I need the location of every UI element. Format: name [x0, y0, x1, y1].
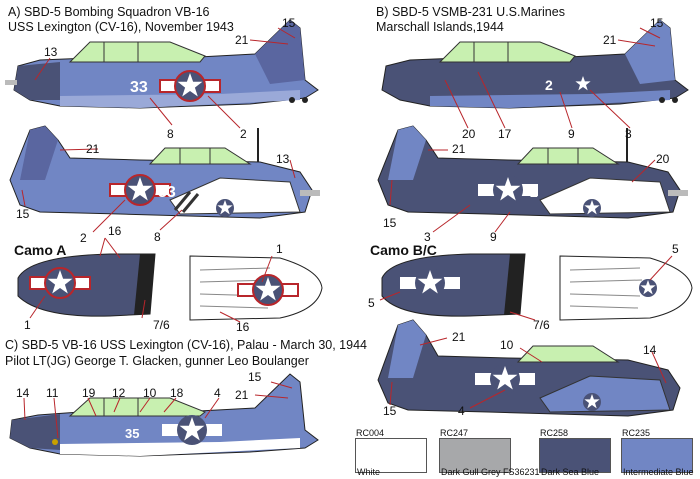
caption-b-line1: B) SBD-5 VSMB-231 U.S.Marines — [376, 5, 565, 19]
callout-a-8: 8 — [167, 127, 174, 141]
callout-b-3: 3 — [625, 127, 632, 141]
callout-a2-2: 2 — [80, 231, 87, 245]
caption-a-line1: A) SBD-5 Bombing Squadron VB-16 — [8, 5, 210, 19]
profile-bc-side — [377, 319, 681, 417]
callout-bc3-15: 15 — [383, 404, 397, 418]
swatch-intermediate-blue — [621, 438, 693, 473]
swatch-name-dark-gull-grey: Dark Gull Grey FS36231 — [441, 467, 540, 477]
code-b-side: 2 — [530, 184, 538, 200]
callout-c-4: 4 — [214, 386, 221, 400]
swatch-name-dark-sea-blue: Dark Sea Blue — [541, 467, 600, 477]
callout-c-14: 14 — [16, 386, 30, 400]
callout-c-19: 19 — [82, 386, 96, 400]
camo-bc-label: Camo B/C — [370, 242, 437, 258]
callout-a-2: 2 — [240, 127, 247, 141]
swatch-code-rc235: RC235 — [622, 428, 651, 438]
callout-camoa-7-6: 7/6 — [153, 318, 170, 332]
camo-a-label: Camo A — [14, 242, 67, 258]
callout-a2-13: 13 — [276, 152, 290, 166]
callout-b-17: 17 — [498, 127, 512, 141]
code-b-top: 2 — [545, 77, 553, 93]
callout-a-15: 15 — [282, 16, 296, 30]
callout-b2-20: 20 — [656, 152, 670, 166]
callout-c-21: 21 — [235, 388, 249, 402]
callout-camobc-5-lower: 5 — [672, 242, 679, 256]
callout-c-15: 15 — [248, 370, 262, 384]
callout-c-12: 12 — [112, 386, 126, 400]
code-c: 35 — [125, 426, 139, 441]
callout-a2-8: 8 — [154, 230, 161, 244]
callout-bc3-14: 14 — [643, 343, 657, 357]
swatch-white — [355, 438, 427, 473]
caption-c-line2: Pilot LT(JG) George T. Glacken, gunner L… — [5, 354, 309, 368]
callout-camobc-5: 5 — [368, 296, 375, 310]
callout-bc3-10: 10 — [500, 338, 514, 352]
swatch-dark-gull-grey — [439, 438, 511, 473]
callout-a2-21: 21 — [86, 142, 100, 156]
callout-b-15: 15 — [650, 16, 664, 30]
callout-b-21: 21 — [603, 33, 617, 47]
callout-leader-lines — [21, 27, 673, 439]
callout-b2-21: 21 — [452, 142, 466, 156]
code-a-side: 33 — [158, 184, 176, 201]
caption-c-line1: C) SBD-5 VB-16 USS Lexington (CV-16), Pa… — [5, 338, 367, 352]
swatch-code-rc258: RC258 — [540, 428, 569, 438]
profile-b-upper: 2 — [381, 19, 689, 109]
callout-c-18: 18 — [170, 386, 184, 400]
callout-c-11: 11 — [46, 386, 59, 400]
callout-camoa-16-lower: 16 — [236, 320, 250, 334]
callout-camobc-7-6: 7/6 — [533, 318, 550, 332]
profile-c: 35 — [9, 373, 319, 457]
swatch-dark-sea-blue — [539, 438, 611, 473]
swatch-code-rc247: RC247 — [440, 428, 469, 438]
callout-bc3-21: 21 — [452, 330, 466, 344]
callout-bc3-4: 4 — [458, 404, 465, 418]
code-a-top: 33 — [130, 79, 148, 96]
camo-bc-wing-lower — [559, 255, 693, 321]
camo-a-wing-upper — [17, 253, 156, 317]
callout-a-13: 13 — [44, 45, 58, 59]
swatch-name-white: White — [357, 467, 381, 477]
swatch-name-intermediate-blue: Intermediate Blue — [623, 467, 694, 477]
callout-c-10: 10 — [143, 386, 157, 400]
caption-a-line2: USS Lexington (CV-16), November 1943 — [8, 20, 234, 34]
callout-a2-15: 15 — [16, 207, 30, 221]
callout-a-21: 21 — [235, 33, 249, 47]
profile-a-side: 33 — [9, 125, 320, 219]
profile-b-side: 2 — [377, 125, 688, 219]
callout-b2-15: 15 — [383, 216, 397, 230]
camo-bc-wing-upper — [381, 253, 526, 317]
callout-b-9: 9 — [568, 127, 575, 141]
callout-b2-3: 3 — [424, 230, 431, 244]
caption-b-line2: Marschall Islands,1944 — [376, 20, 504, 34]
camo-a-wing-lower — [189, 255, 323, 321]
swatch-code-rc004: RC004 — [356, 428, 385, 438]
callout-b-20: 20 — [462, 127, 476, 141]
callout-camoa-1: 1 — [24, 318, 31, 332]
callout-camoa-16: 16 — [108, 224, 122, 238]
profile-a-upper: 33 — [5, 19, 319, 109]
callout-camoa-1-lower: 1 — [276, 242, 283, 256]
callout-b2-9: 9 — [490, 230, 497, 244]
